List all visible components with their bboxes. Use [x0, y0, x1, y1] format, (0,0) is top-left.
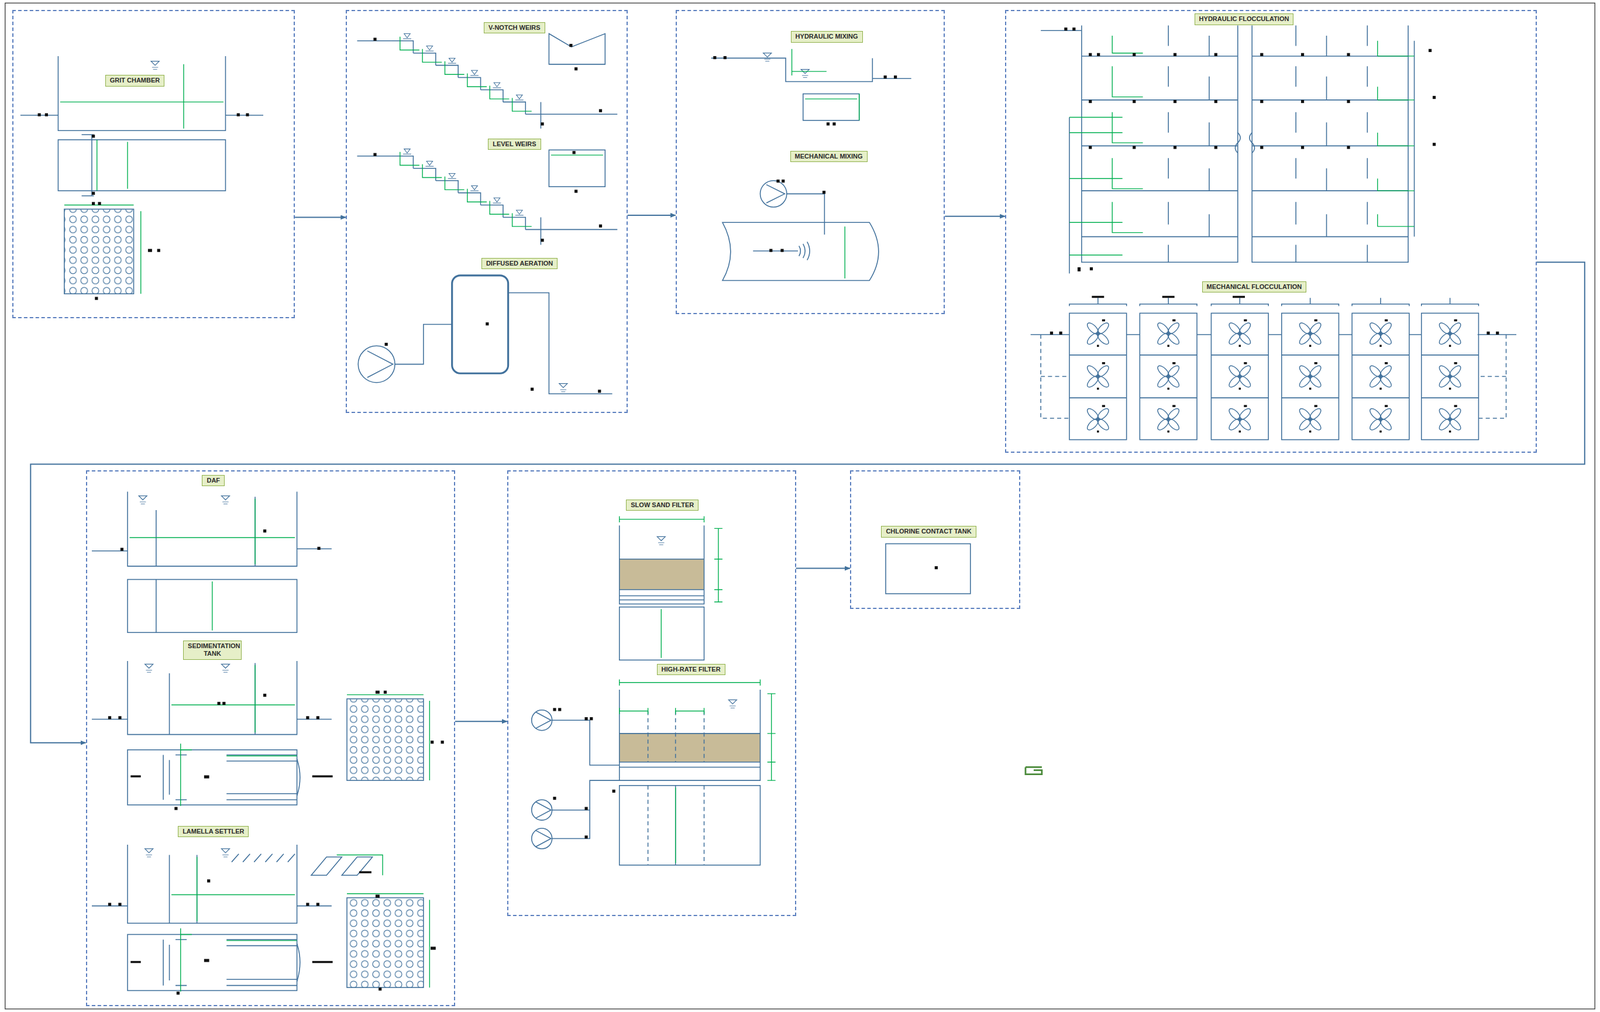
process-panel: HYDRAULIC MIXING MECHANICAL MIXING — [675, 9, 945, 315]
flow-connector — [294, 217, 346, 219]
process-panel: DAF SEDIMENTATION TANK LAMELLA SETTLER — [85, 470, 456, 1007]
stage-label: CHLORINE CONTACT TANK — [881, 525, 976, 538]
stage-label: V-NOTCH WEIRS — [483, 22, 546, 34]
process-panel: SLOW SAND FILTER HIGH-RATE FILTER — [507, 470, 797, 917]
flow-connector — [627, 214, 676, 216]
flow-connector — [455, 720, 508, 722]
stage-label: DAF — [201, 475, 225, 487]
process-panel: CHLORINE CONTACT TANK — [850, 470, 1021, 609]
process-panel: V-NOTCH WEIRS LEVEL WEIRS DIFFUSED AERATIO… — [345, 9, 628, 414]
stage-label: LAMELLA SETTLER — [177, 826, 249, 838]
stage-label: SLOW SAND FILTER — [625, 499, 699, 511]
stage-label: DIFFUSED AERATION — [481, 257, 558, 270]
stage-label: HYDRAULIC FLOCCULATION — [1194, 13, 1295, 25]
flow-connector — [30, 262, 1585, 743]
flow-connector — [796, 568, 851, 570]
stage-label: GRIT CHAMBER — [105, 74, 165, 86]
process-panel: GRIT CHAMBER — [12, 9, 295, 319]
stage-label: MECHANICAL FLOCCULATION — [1202, 281, 1307, 293]
stage-label: SEDIMENTATION TANK — [183, 640, 242, 660]
stage-label: MECHANICAL MIXING — [790, 150, 868, 163]
flow-connector — [944, 215, 1006, 218]
stage-label: HIGH-RATE FILTER — [656, 663, 726, 676]
stage-label: HYDRAULIC MIXING — [790, 31, 863, 43]
stage-label: LEVEL WEIRS — [487, 138, 541, 150]
process-panel: HYDRAULIC FLOCCULATION MECHANICAL FLOCCUL… — [1005, 9, 1537, 453]
